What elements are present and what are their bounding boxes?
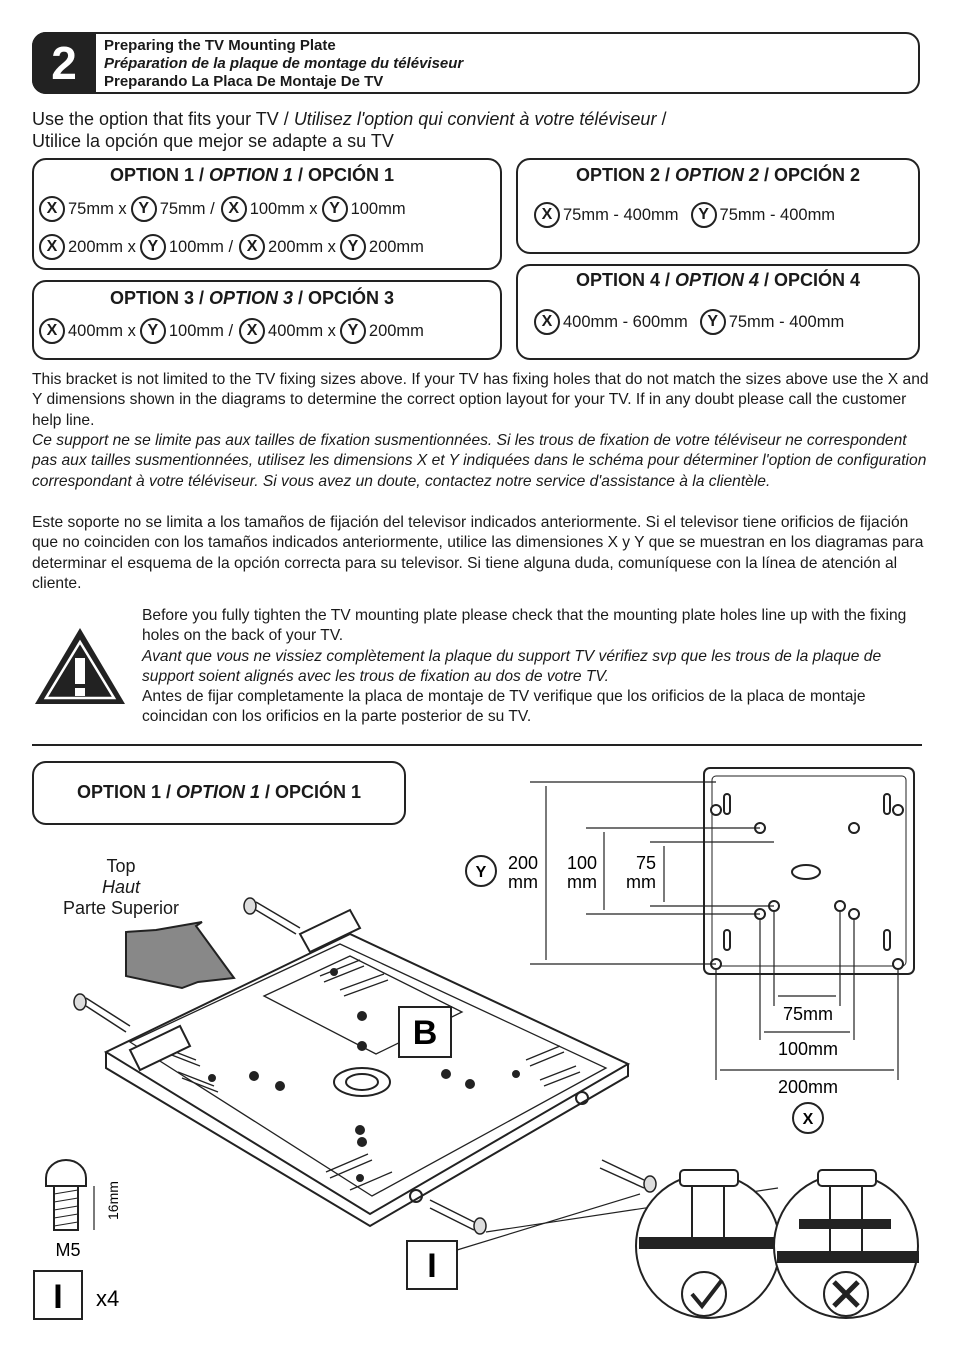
y-dimensions [530,781,774,965]
option-1-box [32,158,502,270]
option-3-title: OPTION 3 / OPTION 3 / OPCIÓN 3 [109,288,395,308]
mounting-diagram: B I M5 16mm I x4 [33,767,919,1320]
svg-text:I: I [53,1278,62,1316]
y-badge: Y [699,309,726,335]
intro-text: Use the option that fits your TV / Utili… [32,108,666,152]
m5-screw-icon [45,1159,95,1231]
x-badge: X [239,234,266,260]
x-dimensions [715,912,899,1080]
part-b-label: B [413,1014,438,1052]
y-badge: Y [139,318,166,344]
svg-text:200: 200 [508,853,538,873]
intro-en: Use the option that fits your TV / [32,109,294,129]
svg-text:mm: mm [508,872,538,892]
option-4-title: OPTION 4 / OPTION 4 / OPCIÓN 4 [575,270,861,290]
notes-es: Este soporte no se limita a los tamaños … [32,514,924,592]
divider [32,744,922,746]
y-badge: Y [690,202,717,228]
quantity: x4 [96,1286,119,1311]
svg-text:75: 75 [636,853,656,873]
screw-size: M5 [55,1240,80,1260]
svg-text:mm: mm [626,872,656,892]
mounting-plate [103,908,631,1228]
incorrect-detail [773,1169,919,1319]
svg-text:Y: Y [476,864,487,881]
x-badge: X [534,309,560,335]
x-badge: X [39,196,65,222]
x-badge: X [39,234,65,260]
screw-length: 16mm [105,1181,121,1220]
x-badge: X [220,196,247,222]
svg-text:100: 100 [567,853,597,873]
x-axis-badge [792,1102,824,1134]
intro-sep: / [656,109,667,129]
part-i-qty-box [33,1270,83,1320]
y-badge: Y [321,196,348,222]
svg-text:75mm: 75mm [783,1004,833,1024]
screw-icon [73,897,657,1235]
y-badge: Y [339,318,366,344]
title-es: Preparando La Placa De Montaje De TV [104,73,384,90]
direction-arrow-icon [125,921,236,990]
part-b-box [398,1006,452,1058]
notes-en: This bracket is not limited to the TV fi… [32,371,929,429]
warning-text: Before you fully tighten the TV mounting… [142,606,932,728]
y-axis-badge [465,855,497,887]
svg-text:100mm: 100mm [778,1039,838,1059]
warning-icon [35,628,125,704]
correct-detail [635,1169,781,1319]
step-number: 2 [32,32,96,94]
warning-es: Antes de fijar completamente la placa de… [142,688,866,726]
svg-text:mm: mm [567,872,597,892]
y-badge: Y [130,196,157,222]
intro-es: Utilice la opción que mejor se adapte a … [32,131,394,151]
x-badge: X [239,318,266,344]
title-fr: Préparation de la plaque de montage du t… [104,55,464,72]
option-3-box [32,280,502,360]
y-badge: Y [139,234,166,260]
diagram-option-box [32,761,406,825]
y-badge: Y [339,234,366,260]
svg-text:X: X [803,1111,814,1128]
option-2-box [516,158,920,254]
notes-fr: Ce support ne se limite pas aux tailles … [32,432,927,490]
plate-front-view [703,767,915,975]
svg-text:200mm: 200mm [778,1077,838,1097]
warning-fr: Avant que vous ne vissiez complètement l… [142,647,882,685]
part-i-label: I [427,1247,436,1285]
option-1-title: OPTION 1 / OPTION 1 / OPCIÓN 1 [109,165,395,185]
title-en: Preparing the TV Mounting Plate [104,37,336,54]
diagram-option-title: OPTION 1 / OPTION 1 / OPCIÓN 1 [76,782,362,802]
step-title: Preparing the TV Mounting Plate Préparat… [104,37,463,91]
x-badge: X [39,318,65,344]
part-i-box [406,1240,458,1290]
option-4-box [516,264,920,360]
x-badge: X [534,202,560,228]
top-label: Top Haut Parte Superior [62,856,180,918]
option-2-title: OPTION 2 / OPTION 2 / OPCIÓN 2 [575,165,861,185]
warning-en: Before you fully tighten the TV mounting… [142,607,907,645]
intro-fr: Utilisez l'option qui convient à votre t… [293,109,657,129]
